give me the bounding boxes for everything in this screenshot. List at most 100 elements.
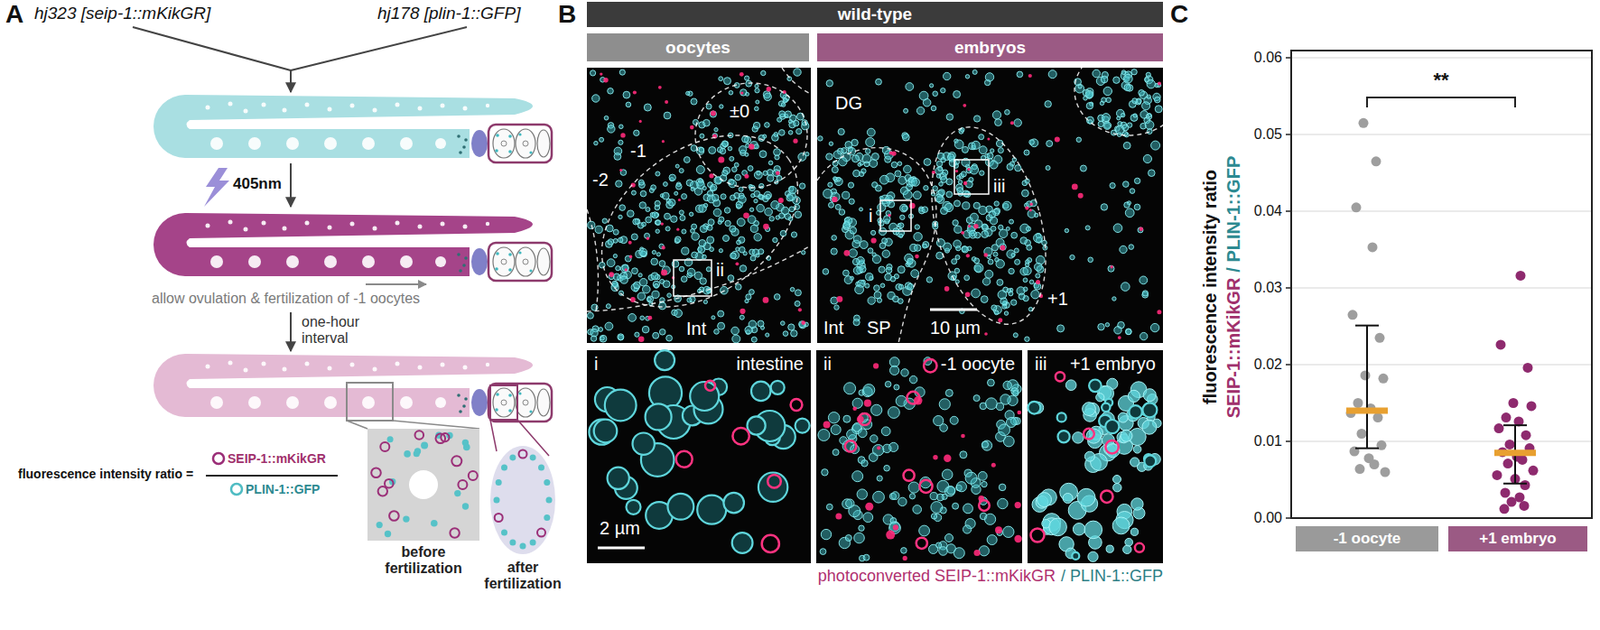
lipid-droplet	[826, 503, 833, 511]
lipid-droplet	[793, 68, 801, 76]
lipid-droplet	[651, 250, 656, 254]
lipid-droplet	[905, 83, 914, 92]
lipid-droplet	[690, 98, 698, 105]
lipid-droplet	[893, 384, 900, 391]
lipid-droplet	[1143, 389, 1156, 402]
lipid-droplet	[675, 164, 680, 168]
lipid-droplet	[683, 157, 690, 164]
lipid-droplet	[1097, 324, 1105, 331]
lipid-droplet	[749, 289, 755, 296]
seipin-ring	[767, 474, 782, 489]
lipid-droplet	[632, 218, 640, 225]
lipid-droplet	[739, 265, 746, 272]
lipid-droplet	[872, 255, 881, 264]
lipid-droplet	[676, 183, 683, 190]
seipin-focus	[639, 120, 642, 123]
lipid-droplet	[1092, 69, 1101, 78]
lipid-droplet	[732, 167, 738, 173]
lipid-droplet	[951, 259, 958, 265]
lipid-droplet	[1102, 113, 1111, 122]
seipin-ring	[858, 413, 871, 426]
lipid-droplet	[586, 312, 594, 319]
figure-line	[1292, 210, 1591, 212]
lipid-droplet	[773, 132, 779, 138]
figure-g	[818, 69, 1163, 343]
seipin-ring	[903, 470, 915, 482]
seipin-focus	[599, 72, 603, 75]
seipin-focus	[1117, 335, 1122, 340]
lipid-droplet	[826, 80, 833, 87]
lipid-droplet	[827, 412, 839, 424]
lipid-droplet	[1120, 429, 1133, 442]
lipid-droplet	[930, 105, 937, 112]
seipin-focus	[962, 103, 967, 108]
figure-g	[588, 350, 810, 554]
seipin-focus	[619, 168, 623, 172]
lipid-droplet	[974, 258, 980, 264]
lipid-droplet	[1088, 380, 1102, 393]
seipin-focus	[991, 463, 996, 468]
lipid-droplet	[969, 213, 978, 222]
seipin-focus	[740, 91, 744, 94]
node-text: 10 µm	[930, 317, 981, 339]
seipin-ring	[389, 511, 400, 521]
figure-rect	[880, 200, 912, 232]
lipid-droplet	[681, 247, 689, 255]
lipid-droplet	[854, 532, 866, 544]
lipid-droplet	[692, 119, 698, 125]
seipin-focus	[661, 245, 666, 250]
lipid-droplet	[1131, 498, 1144, 511]
lipid-droplet	[1079, 165, 1087, 172]
lipid-droplet	[987, 379, 996, 387]
seipin-ring	[468, 471, 478, 481]
lipid-droplet	[786, 195, 793, 202]
lipid-droplet	[699, 278, 707, 285]
seipin-focus	[1054, 137, 1061, 143]
seipin-ring	[732, 427, 749, 445]
lipid-droplet	[663, 182, 669, 187]
lipid-droplet	[870, 435, 878, 443]
seipin-focus	[778, 197, 784, 204]
figure-rect	[1027, 350, 1163, 564]
node-text: +1 embryo	[1069, 353, 1156, 375]
lipid-droplet	[718, 76, 724, 82]
lipid-droplet	[618, 237, 624, 242]
seipin-focus	[876, 446, 881, 450]
seipin-focus	[984, 252, 989, 258]
lipid-droplet	[668, 199, 676, 207]
node-text: -1	[630, 140, 647, 162]
lipid-droplet	[1011, 299, 1017, 306]
tick-label: 0.05	[1254, 126, 1283, 143]
lipid-droplet	[647, 297, 652, 301]
seipin-focus	[997, 317, 1003, 323]
lipid-droplet	[706, 224, 713, 231]
lipid-droplet	[939, 182, 944, 187]
data-point	[1492, 470, 1503, 481]
lipid-droplet	[863, 512, 874, 523]
seipin-focus	[1071, 184, 1079, 191]
lipid-droplet	[788, 120, 792, 124]
lipid-droplet	[1101, 403, 1110, 412]
lipid-droplet	[462, 439, 469, 447]
data-point	[1373, 412, 1384, 423]
node-text: wild-type	[837, 4, 912, 25]
lipid-droplet	[638, 179, 644, 186]
lipid-droplet	[652, 280, 660, 288]
lipid-droplet	[768, 160, 773, 166]
lipid-droplet	[1025, 226, 1031, 232]
lipid-droplet	[615, 180, 623, 187]
lipid-droplet	[669, 174, 676, 181]
lipid-droplet	[1126, 122, 1132, 128]
lipid-droplet	[724, 77, 732, 85]
seipin-focus	[717, 157, 725, 164]
lipid-droplet	[727, 275, 735, 282]
lipid-droplet	[999, 229, 1008, 238]
seipin-focus	[1010, 120, 1014, 125]
lipid-droplet	[852, 471, 864, 483]
lipid-droplet	[1065, 380, 1077, 391]
lipid-droplet	[781, 102, 786, 108]
lipid-droplet	[1006, 250, 1015, 259]
seipin-focus	[871, 237, 877, 243]
lipid-droplet	[954, 200, 961, 207]
lipid-droplet	[795, 418, 810, 434]
